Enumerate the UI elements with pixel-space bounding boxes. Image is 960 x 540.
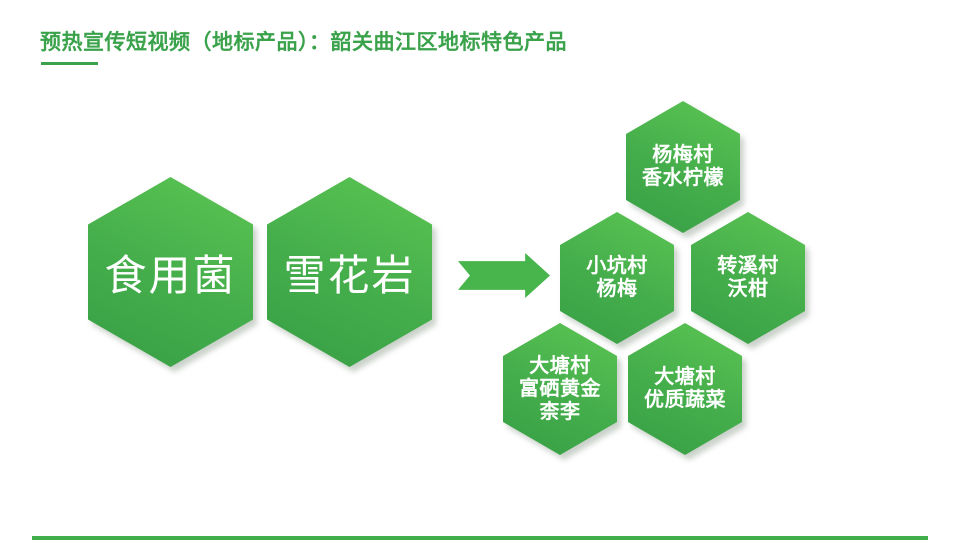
hexagon-shape: 小坑村 杨梅 (560, 212, 674, 344)
hexagon-label-line: 柰李 (539, 400, 581, 423)
hexagon-label-line: 沃柑 (727, 278, 769, 300)
product-hexagon-zhuanxicun-wogan: 转溪村 沃柑 (691, 212, 805, 344)
hexagon-label-line: 小坑村 (586, 255, 648, 277)
title-underline (41, 62, 98, 65)
source-hexagon-mushroom: 食用菌 (88, 177, 253, 367)
hexagon-label-line: 杨梅村 (652, 144, 714, 166)
product-hexagon-yangmeicun-lemon: 杨梅村 香水柠檬 (626, 101, 740, 233)
hexagon-shape: 杨梅村 香水柠檬 (626, 101, 740, 233)
hexagon-label-line: 优质蔬菜 (644, 389, 726, 411)
hexagon-label-line: 大塘村 (529, 354, 591, 377)
right-arrow-icon (458, 253, 550, 298)
hexagon-label: 食用菌 (104, 251, 237, 299)
hexagon-shape: 转溪村 沃柑 (691, 212, 805, 344)
hexagon-label-line: 大塘村 (654, 366, 716, 388)
page-title: 预热宣传短视频（地标产品）：韶关曲江区地标特色产品 (40, 31, 567, 54)
hexagon-label-line: 香水柠檬 (642, 167, 724, 189)
hexagon-shape: 大塘村 富硒黄金 柰李 (503, 323, 617, 455)
product-hexagon-datangcun-nailli: 大塘村 富硒黄金 柰李 (503, 323, 617, 455)
hexagon-shape: 大塘村 优质蔬菜 (628, 323, 742, 455)
footer-accent-bar (32, 536, 928, 540)
hexagon-shape: 雪花岩 (267, 177, 432, 367)
hexagon-label-line: 富硒黄金 (519, 377, 601, 400)
product-hexagon-datangcun-vegetables: 大塘村 优质蔬菜 (628, 323, 742, 455)
hexagon-label-line: 转溪村 (717, 255, 779, 277)
source-hexagon-xuehuayan: 雪花岩 (267, 177, 432, 367)
product-hexagon-xiaokengcun-yangmei: 小坑村 杨梅 (560, 212, 674, 344)
hexagon-shape: 食用菌 (88, 177, 253, 367)
hexagon-label: 雪花岩 (283, 251, 416, 299)
hexagon-label-line: 杨梅 (596, 278, 638, 300)
